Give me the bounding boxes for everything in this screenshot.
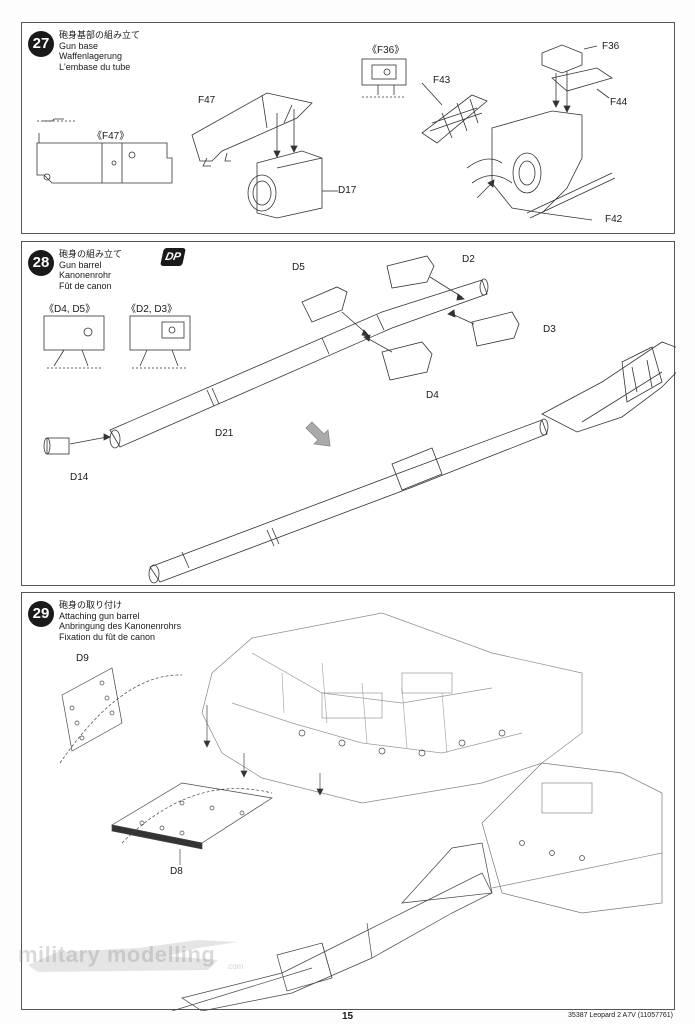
part-label: D5 — [292, 262, 305, 273]
footer-code: 35387 Leopard 2 A7V (11057761) — [568, 1012, 673, 1019]
step-title-ja: 砲身基部の組み立て — [59, 30, 141, 40]
step-title-fr: Fixation du fût de canon — [59, 631, 156, 642]
part-label: D3 — [543, 324, 556, 335]
part-label: F47 — [198, 95, 216, 106]
step-title-block: 砲身の組み立て Gun barrel Kanonenrohr Fût de ca… — [59, 249, 122, 291]
step-27-illustration — [36, 44, 616, 221]
part-label: F42 — [605, 214, 623, 225]
part-label: D9 — [76, 653, 89, 664]
callout-d2-d3: 《D2, D3》 — [126, 304, 178, 315]
callout-f36: 《F36》 — [367, 45, 405, 56]
step-29-panel: 29 砲身の取り付け Attaching gun barrel Anbringu… — [21, 592, 675, 1011]
part-label: D8 — [170, 866, 183, 877]
part-label: F36 — [602, 41, 620, 52]
part-label: D17 — [338, 185, 357, 196]
step-title-de: Waffenlagerung — [59, 51, 123, 61]
callout-d4-d5: 《D4, D5》 — [44, 304, 96, 315]
step-27-panel: 27 砲身基部の組み立て Gun base Waffenlagerung L'e… — [21, 22, 675, 234]
step-title-fr: Fût de canon — [59, 280, 112, 291]
step-number-badge: 27 — [28, 31, 54, 57]
step-title-en: Gun base — [59, 40, 99, 51]
step-title-block: 砲身の取り付け Attaching gun barrel Anbringung … — [59, 600, 181, 642]
tank-watermark-icon — [28, 940, 238, 972]
step-title-ja: 砲身の取り付け — [59, 600, 123, 610]
part-label: F43 — [433, 75, 451, 86]
step-title-en: Attaching gun barrel — [59, 610, 140, 621]
step-title-de: Kanonenrohr — [59, 270, 112, 280]
step-28-panel: 28 砲身の組み立て Gun barrel Kanonenrohr Fût de… — [21, 241, 676, 586]
step-29-illustration — [59, 612, 663, 1011]
step-title-ja: 砲身の組み立て — [59, 249, 123, 259]
part-label: D21 — [215, 428, 234, 439]
watermark-sub: .com — [226, 962, 244, 971]
watermark-text: military modelling — [18, 942, 216, 967]
step-title-fr: L'embase du tube — [59, 61, 131, 72]
callout-f47: 《F47》 — [92, 131, 130, 142]
step-number-badge: 28 — [28, 250, 54, 276]
page-number: 15 — [341, 1011, 354, 1022]
step-title-en: Gun barrel — [59, 259, 102, 270]
step-title-block: 砲身基部の組み立て Gun base Waffenlagerung L'emba… — [59, 30, 140, 72]
part-label: D14 — [70, 472, 89, 483]
part-label: F44 — [610, 97, 628, 108]
step-28-illustration — [43, 255, 676, 584]
step-title-de: Anbringung des Kanonenrohrs — [59, 621, 182, 631]
part-label: D2 — [462, 254, 475, 265]
step-number-badge: 29 — [28, 601, 54, 627]
part-label: D4 — [426, 390, 439, 401]
